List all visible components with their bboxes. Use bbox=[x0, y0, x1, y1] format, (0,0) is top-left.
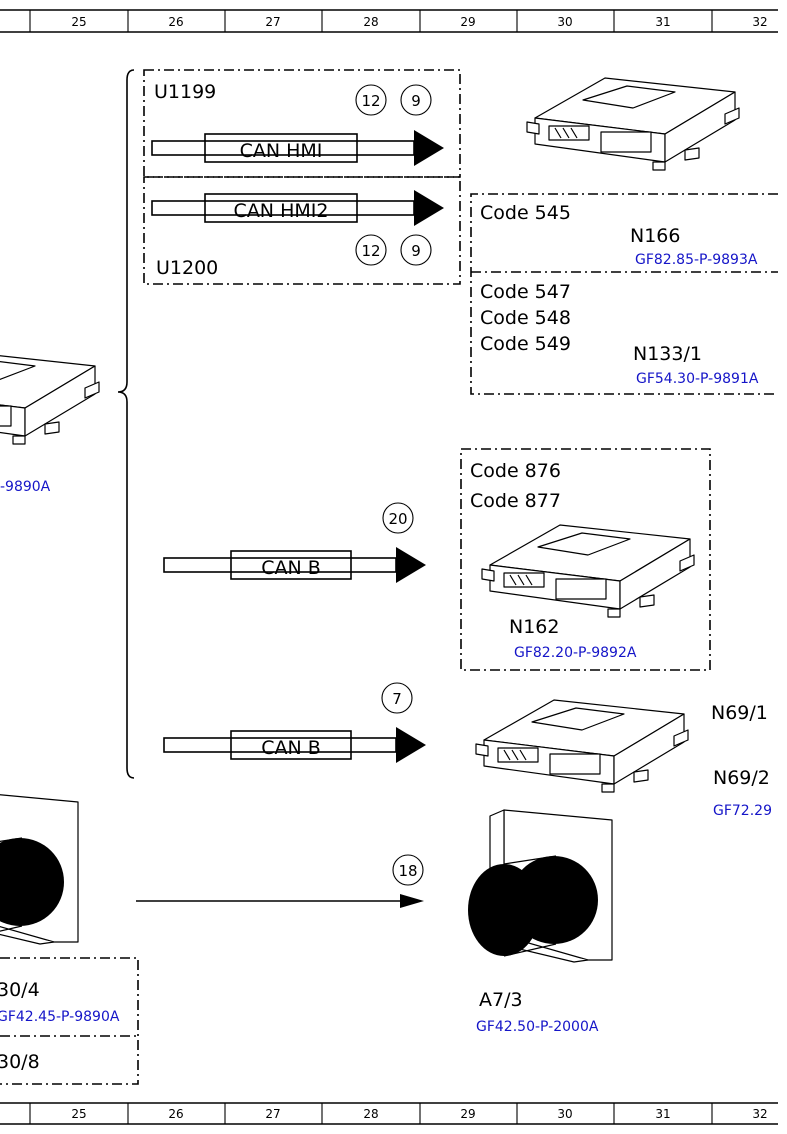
ruler-col: 32 bbox=[752, 15, 767, 29]
left-unit-ref-link[interactable]: -9890A bbox=[0, 479, 51, 495]
u1200-label: U1200 bbox=[156, 257, 218, 279]
n162-box bbox=[460, 448, 711, 671]
u1199-label: U1199 bbox=[154, 81, 216, 103]
ruler-col: 29 bbox=[460, 15, 475, 29]
can-hmi2-connector: CAN HMI2 bbox=[151, 190, 444, 226]
pin-badge: 9 bbox=[400, 84, 432, 116]
group-brace bbox=[117, 69, 135, 779]
n133-name: N133/1 bbox=[633, 343, 702, 365]
svg-text:9: 9 bbox=[411, 242, 421, 260]
n69-1-name: N69/1 bbox=[711, 702, 768, 724]
can-b-connector: CAN B bbox=[163, 727, 426, 763]
a7-name: A7/3 bbox=[479, 989, 523, 1011]
pin-badge: 7 bbox=[381, 682, 413, 714]
ruler-bottom: 25 26 27 28 29 30 31 32 bbox=[0, 1102, 778, 1125]
left-bottom-name: 30/4 bbox=[0, 979, 40, 1001]
svg-text:20: 20 bbox=[388, 510, 407, 528]
ruler-col: 29 bbox=[460, 1107, 475, 1121]
ruler-col: 25 bbox=[71, 1107, 86, 1121]
ruler-col: 31 bbox=[655, 1107, 670, 1121]
left-bottom-name2: 30/8 bbox=[0, 1051, 40, 1073]
n162-code: Code 876 bbox=[470, 460, 561, 482]
svg-text:18: 18 bbox=[398, 862, 417, 880]
ecu-module-icon bbox=[481, 524, 695, 618]
can-b-connector: CAN B bbox=[163, 547, 426, 583]
can-b-label: CAN B bbox=[261, 557, 321, 579]
n133-code: Code 549 bbox=[480, 333, 571, 355]
pin-badge: 12 bbox=[355, 84, 387, 116]
can-hmi-connector: CAN HMI bbox=[151, 130, 444, 166]
n162-ref-link[interactable]: GF82.20-P-9892A bbox=[514, 645, 637, 661]
ruler-col: 32 bbox=[752, 1107, 767, 1121]
u1200-box bbox=[143, 176, 461, 285]
can-hmi-label: CAN HMI bbox=[240, 140, 323, 162]
a7-ref-link[interactable]: GF42.50-P-2000A bbox=[476, 1019, 599, 1035]
brake-modulator-icon bbox=[467, 809, 613, 963]
pin-badge: 9 bbox=[400, 234, 432, 266]
pin-badge: 18 bbox=[392, 854, 424, 886]
pin-badge: 12 bbox=[355, 234, 387, 266]
can-b-label: CAN B bbox=[261, 737, 321, 759]
n133-code: Code 548 bbox=[480, 307, 571, 329]
ruler-top: 25 26 27 28 29 30 31 32 bbox=[0, 9, 778, 33]
ruler-col: 25 bbox=[71, 15, 86, 29]
n166-ref-link[interactable]: GF82.85-P-9893A bbox=[635, 252, 758, 268]
n162-name: N162 bbox=[509, 616, 559, 638]
ruler-col: 28 bbox=[363, 1107, 378, 1121]
u1199-box bbox=[143, 69, 461, 178]
ruler-col: 27 bbox=[265, 1107, 280, 1121]
svg-text:12: 12 bbox=[361, 242, 380, 260]
ruler-col: 31 bbox=[655, 15, 670, 29]
ruler-col: 26 bbox=[168, 15, 183, 29]
ruler-col: 30 bbox=[557, 1107, 572, 1121]
ruler-col: 26 bbox=[168, 1107, 183, 1121]
n166-name: N166 bbox=[630, 225, 680, 247]
n166-code: Code 545 bbox=[480, 202, 571, 224]
pin-badge: 20 bbox=[382, 502, 414, 534]
left-bottom-box bbox=[0, 957, 139, 1085]
svg-text:9: 9 bbox=[411, 92, 421, 110]
n166-box bbox=[470, 193, 778, 395]
can-hmi2-label: CAN HMI2 bbox=[234, 200, 329, 222]
brake-modulator-icon bbox=[0, 791, 79, 945]
ecu-module-icon bbox=[475, 699, 689, 793]
left-bottom-ref-link[interactable]: GF42.45-P-9890A bbox=[0, 1009, 120, 1025]
n133-code: Code 547 bbox=[480, 281, 571, 303]
n162-code: Code 877 bbox=[470, 490, 561, 512]
ecu-module-icon bbox=[0, 351, 100, 445]
a7-connection-line bbox=[136, 894, 424, 908]
ruler-col: 30 bbox=[557, 15, 572, 29]
n133-ref-link[interactable]: GF54.30-P-9891A bbox=[636, 371, 759, 387]
n69-2-name: N69/2 bbox=[713, 767, 770, 789]
n69-ref-link[interactable]: GF72.29 bbox=[713, 803, 772, 819]
svg-text:12: 12 bbox=[361, 92, 380, 110]
ecu-module-icon bbox=[526, 77, 740, 171]
svg-text:7: 7 bbox=[392, 690, 402, 708]
ruler-col: 28 bbox=[363, 15, 378, 29]
ruler-col: 27 bbox=[265, 15, 280, 29]
